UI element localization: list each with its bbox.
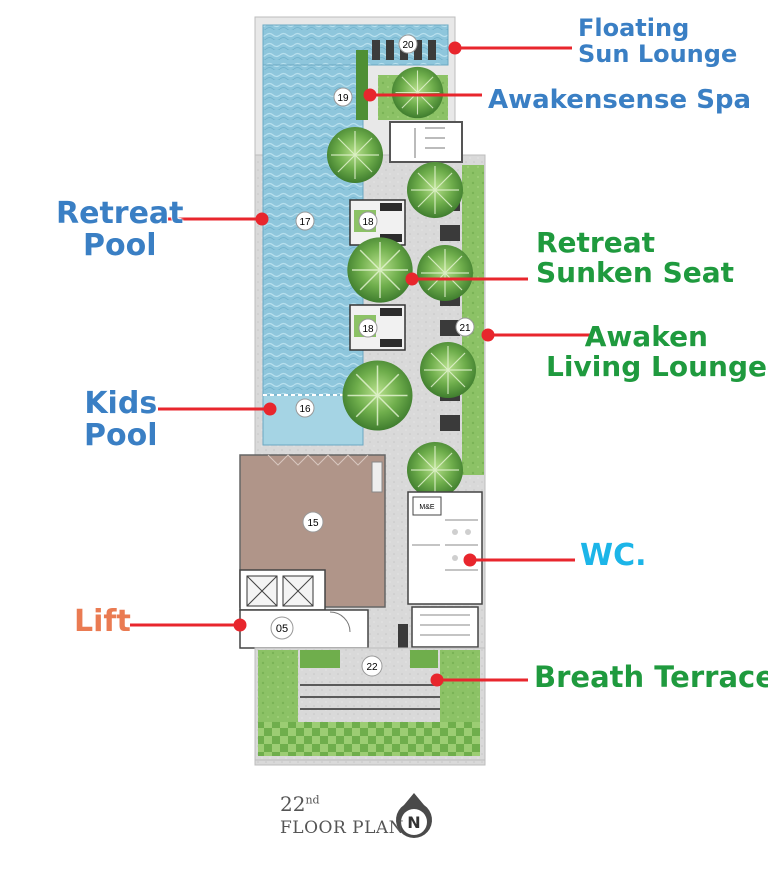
marker-15: 15 bbox=[307, 518, 319, 529]
marker-18-upper: 18 bbox=[362, 217, 374, 228]
marker-16: 16 bbox=[299, 404, 311, 415]
floor-number-value: 22 bbox=[280, 792, 306, 816]
label-line: Pool bbox=[84, 418, 158, 454]
spa-room bbox=[389, 121, 463, 163]
floor-number-suffix: nd bbox=[305, 793, 320, 807]
label-awakensense-spa: Awakensense Spa bbox=[488, 85, 752, 115]
label-line: Awaken bbox=[584, 320, 708, 353]
label-awaken-living-lounge: Awaken Living Lounge bbox=[546, 320, 767, 384]
label-retreat-sunken-seat: Retreat Sunken Seat bbox=[536, 226, 735, 290]
floor-plan-caption: FLOOR PLAN bbox=[280, 818, 405, 838]
marker-05: 05 bbox=[276, 623, 288, 635]
marker-21: 21 bbox=[459, 323, 471, 334]
marker-17: 17 bbox=[299, 217, 311, 228]
marker-22: 22 bbox=[366, 662, 378, 673]
marker-20: 20 bbox=[402, 40, 414, 51]
label-kids-pool: Kids Pool bbox=[84, 386, 158, 454]
floor-number: 22nd bbox=[280, 792, 320, 816]
north-letter: N bbox=[407, 813, 420, 832]
room-number-markers: 20 19 17 18 18 21 16 15 05 22 M&E bbox=[270, 34, 475, 677]
leader-lines bbox=[130, 41, 590, 687]
marker-19: 19 bbox=[337, 93, 349, 104]
label-breath-terrace: Breath Terrace bbox=[534, 660, 768, 694]
marker-18-lower: 18 bbox=[362, 324, 374, 335]
label-retreat-pool: Retreat Pool bbox=[56, 196, 184, 264]
label-line: Sunken Seat bbox=[536, 256, 735, 290]
lift-lobby bbox=[239, 609, 369, 649]
label-line: Living Lounge bbox=[546, 350, 767, 384]
label-wc: WC. bbox=[580, 538, 647, 573]
label-floating-sun-lounge: Floating Sun Lounge bbox=[578, 14, 738, 68]
north-compass-icon: N bbox=[395, 793, 432, 838]
label-line: Kids bbox=[84, 386, 158, 421]
label-line: Floating bbox=[578, 14, 690, 42]
label-line: Pool bbox=[83, 228, 157, 264]
marker-me: M&E bbox=[419, 504, 435, 511]
label-line: Retreat bbox=[536, 226, 656, 259]
stair-core bbox=[411, 606, 479, 648]
label-line: Retreat bbox=[56, 196, 184, 231]
label-line: Sun Lounge bbox=[578, 39, 738, 68]
label-lift: Lift bbox=[74, 604, 131, 639]
